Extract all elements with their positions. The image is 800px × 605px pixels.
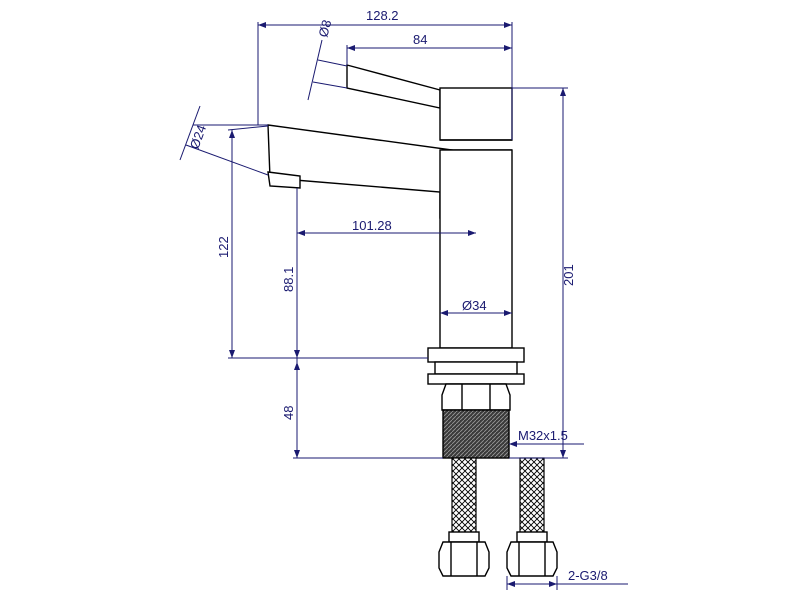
- dim-spout-reach: 101.28: [352, 218, 392, 233]
- dimension-labels: 128.2 84 Ø8 Ø24 122 101.28 88.1 48 201 Ø…: [187, 8, 608, 583]
- handle-cap: [439, 87, 513, 141]
- dim-thread: M32x1.5: [518, 428, 568, 443]
- dim-body-dia: Ø34: [462, 298, 487, 313]
- hose-nut-left: [438, 541, 490, 577]
- dim-overall-length: 128.2: [366, 8, 399, 23]
- dim-handle-length: 84: [413, 32, 427, 47]
- spout-aerator: [267, 171, 301, 189]
- dim-overall-height: 201: [561, 264, 576, 286]
- dim-handle-dia: Ø8: [315, 18, 334, 39]
- dim-outlet-height: 88.1: [281, 267, 296, 292]
- handle-lever: [346, 64, 441, 109]
- ferrule-left: [448, 531, 480, 543]
- threaded-shank: [442, 409, 510, 459]
- dimension-lines: [179, 22, 628, 590]
- faucet-body: [267, 64, 525, 459]
- body-column: [439, 149, 513, 349]
- hose-nut-right: [506, 541, 558, 577]
- base-washer: [434, 361, 518, 375]
- dim-hose-connection: 2-G3/8: [568, 568, 608, 583]
- dim-spout-height: 122: [216, 236, 231, 258]
- dim-shank-length: 48: [281, 406, 296, 420]
- base-ring: [427, 373, 525, 385]
- spout: [267, 124, 453, 221]
- dim-spout-dia: Ø24: [187, 123, 210, 151]
- supply-hoses: [438, 457, 558, 577]
- hose-right: [519, 457, 545, 539]
- hose-left: [451, 457, 477, 539]
- mounting-nut: [441, 383, 511, 411]
- ferrule-right: [516, 531, 548, 543]
- base-flange: [427, 347, 525, 363]
